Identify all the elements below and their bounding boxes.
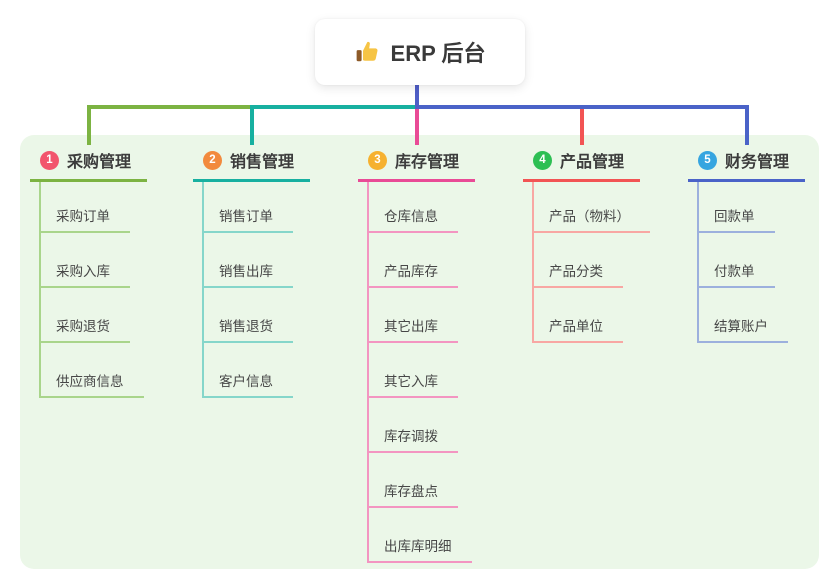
branch-label: 产品管理	[560, 154, 625, 171]
child-node[interactable]: 采购入库	[41, 233, 130, 288]
priority-badge-icon: 5	[698, 150, 717, 170]
priority-badge-icon: 2	[203, 150, 222, 170]
branch-children: 回款单付款单结算账户	[697, 182, 788, 343]
child-node-label: 客户信息	[219, 374, 273, 389]
branches-panel	[20, 135, 819, 569]
child-node[interactable]: 库存调拨	[369, 398, 458, 453]
branch-3: 3 库存管理仓库信息产品库存其它出库其它入库库存调拨库存盘点出库库明细	[358, 145, 475, 563]
child-node[interactable]: 采购订单	[41, 182, 130, 233]
child-node-label: 库存调拨	[384, 429, 438, 444]
root-node[interactable]: ERP 后台	[315, 19, 525, 85]
branch-children: 销售订单销售出库销售退货客户信息	[202, 182, 293, 398]
child-node[interactable]: 出库库明细	[369, 508, 472, 563]
child-node[interactable]: 付款单	[699, 233, 775, 288]
branch-header-4[interactable]: 4 产品管理	[523, 145, 640, 182]
branch-children: 产品（物料） 产品分类产品单位	[532, 182, 650, 343]
child-node-label: 产品库存	[384, 264, 438, 279]
root-node-label: ERP 后台	[390, 41, 486, 66]
child-node-label: 其它出库	[384, 319, 438, 334]
child-node[interactable]: 产品单位	[534, 288, 623, 343]
child-node[interactable]: 其它出库	[369, 288, 458, 343]
branch-header-1[interactable]: 1 采购管理	[30, 145, 147, 182]
child-node[interactable]: 销售退货	[204, 288, 293, 343]
child-node-label: 采购入库	[56, 264, 110, 279]
branch-header-5[interactable]: 5 财务管理	[688, 145, 805, 182]
child-node[interactable]: 回款单	[699, 182, 775, 233]
branch-connector-drop-2	[250, 105, 254, 145]
branch-header-3[interactable]: 3 库存管理	[358, 145, 475, 182]
child-node[interactable]: 销售出库	[204, 233, 293, 288]
child-node-label: 供应商信息	[56, 374, 124, 389]
child-node[interactable]: 库存盘点	[369, 453, 458, 508]
root-connector-line	[415, 84, 419, 109]
branch-header-2[interactable]: 2 销售管理	[193, 145, 310, 182]
child-node-label: 销售订单	[219, 209, 273, 224]
child-node-label: 回款单	[714, 209, 755, 224]
child-node[interactable]: 其它入库	[369, 343, 458, 398]
child-node[interactable]: 客户信息	[204, 343, 293, 398]
child-node-label: 产品（物料）	[549, 209, 630, 224]
child-node[interactable]: 采购退货	[41, 288, 130, 343]
branch-children: 采购订单采购入库采购退货供应商信息	[39, 182, 144, 398]
child-node[interactable]: 产品（物料）	[534, 182, 650, 233]
connector-horizontal-right	[415, 105, 749, 109]
branch-connector-drop-1	[87, 105, 91, 145]
branch-2: 2 销售管理销售订单销售出库销售退货客户信息	[193, 145, 310, 398]
child-node-label: 销售出库	[219, 264, 273, 279]
priority-badge-icon: 1	[40, 150, 59, 170]
child-node-label: 销售退货	[219, 319, 273, 334]
child-node[interactable]: 供应商信息	[41, 343, 144, 398]
connector-horizontal-midleft	[250, 105, 419, 109]
child-node[interactable]: 产品库存	[369, 233, 458, 288]
child-node-label: 结算账户	[714, 319, 768, 334]
child-node-label: 产品单位	[549, 319, 603, 334]
child-node-label: 产品分类	[549, 264, 603, 279]
child-node-label: 付款单	[714, 264, 755, 279]
child-node-label: 库存盘点	[384, 484, 438, 499]
branch-label: 库存管理	[395, 154, 460, 171]
child-node[interactable]: 产品分类	[534, 233, 623, 288]
child-node-label: 仓库信息	[384, 209, 438, 224]
child-node-label: 出库库明细	[384, 539, 452, 554]
child-node[interactable]: 结算账户	[699, 288, 788, 343]
branch-connector-drop-4	[580, 105, 584, 145]
child-node[interactable]: 销售订单	[204, 182, 293, 233]
thumbs-up-icon	[355, 39, 381, 65]
child-node[interactable]: 仓库信息	[369, 182, 458, 233]
branch-children: 仓库信息产品库存其它出库其它入库库存调拨库存盘点出库库明细	[367, 182, 472, 563]
child-node-label: 其它入库	[384, 374, 438, 389]
branch-connector-drop-5	[745, 105, 749, 145]
priority-badge-icon: 3	[368, 150, 387, 170]
branch-1: 1 采购管理采购订单采购入库采购退货供应商信息	[30, 145, 147, 398]
branch-label: 销售管理	[230, 154, 295, 171]
connector-horizontal-left	[87, 105, 254, 109]
branch-connector-drop-3	[415, 105, 419, 145]
priority-badge-icon: 4	[533, 150, 552, 170]
branch-label: 财务管理	[725, 154, 790, 171]
branch-4: 4 产品管理产品（物料） 产品分类产品单位	[523, 145, 650, 343]
child-node-label: 采购订单	[56, 209, 110, 224]
branch-5: 5 财务管理回款单付款单结算账户	[688, 145, 805, 343]
branch-label: 采购管理	[67, 154, 132, 171]
child-node-label: 采购退货	[56, 319, 110, 334]
